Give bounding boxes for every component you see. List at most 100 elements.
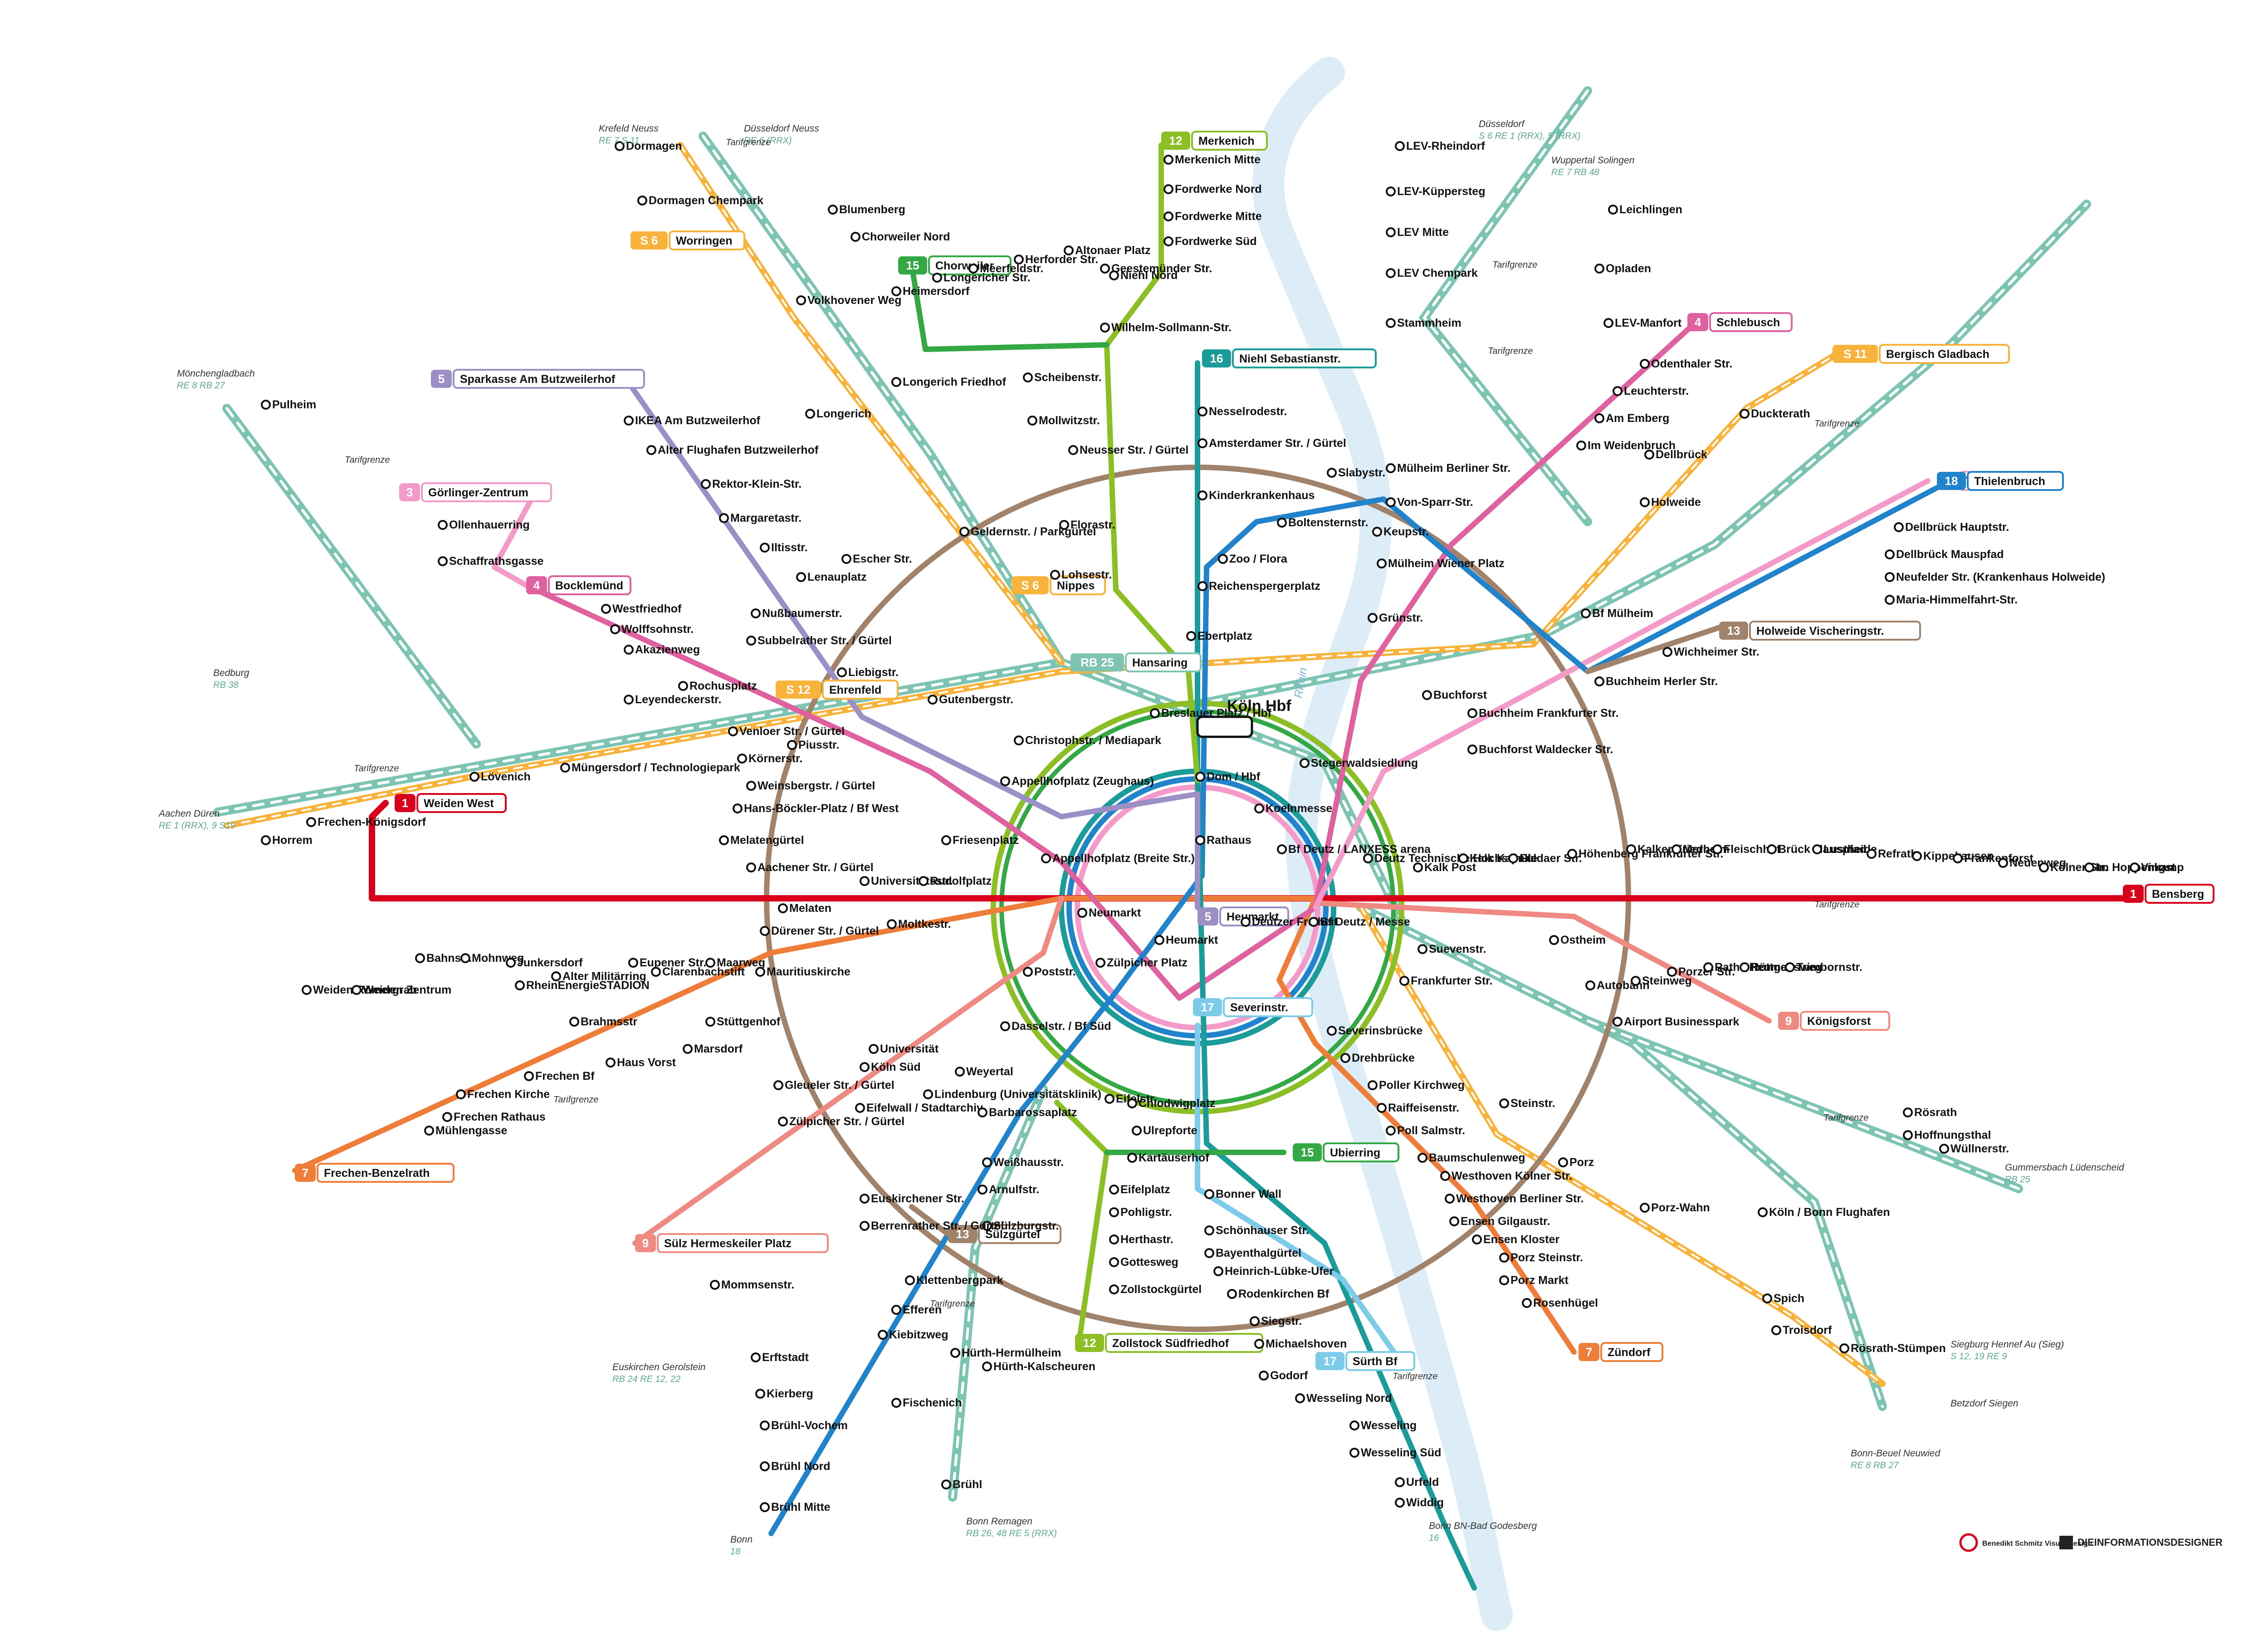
station-dot[interactable] [1594, 676, 1604, 686]
station-dot[interactable] [1758, 1207, 1768, 1217]
station-dot[interactable] [551, 971, 561, 981]
station-dot[interactable] [1198, 581, 1207, 591]
station-dot[interactable] [746, 781, 756, 791]
station-dot[interactable] [1259, 1371, 1269, 1381]
station-dot[interactable] [1241, 917, 1251, 927]
station-dot[interactable] [1254, 803, 1264, 813]
station-dot[interactable] [1467, 745, 1477, 754]
station-dot[interactable] [760, 1502, 770, 1512]
station-dot[interactable] [615, 141, 625, 151]
station-dot[interactable] [1939, 1144, 1949, 1154]
station-dot[interactable] [710, 1280, 720, 1290]
station-dot[interactable] [1150, 708, 1160, 718]
station-dot[interactable] [705, 1017, 715, 1027]
station-dot[interactable] [1386, 497, 1396, 507]
station-dot[interactable] [1300, 758, 1310, 768]
station-dot[interactable] [524, 1071, 534, 1081]
station-dot[interactable] [1295, 1393, 1305, 1403]
station-dot[interactable] [719, 835, 729, 845]
station-dot[interactable] [1368, 613, 1378, 623]
station-dot[interactable] [1767, 844, 1777, 854]
station-dot[interactable] [1613, 1017, 1623, 1027]
station-dot[interactable] [1771, 1325, 1781, 1335]
station-dot[interactable] [1198, 438, 1207, 448]
station-dot[interactable] [637, 196, 647, 206]
station-dot[interactable] [1349, 1448, 1359, 1458]
station-dot[interactable] [424, 1126, 434, 1136]
station-dot[interactable] [760, 543, 770, 553]
station-dot[interactable] [1109, 1257, 1119, 1267]
station-dot[interactable] [1340, 1053, 1350, 1063]
station-dot[interactable] [1204, 1189, 1214, 1199]
station-dot[interactable] [1204, 1225, 1214, 1235]
station-dot[interactable] [950, 1348, 960, 1358]
station-dot[interactable] [606, 1058, 616, 1068]
station-dot[interactable] [1250, 1316, 1260, 1326]
station-dot[interactable] [1522, 1298, 1532, 1308]
station-dot[interactable] [905, 1275, 915, 1285]
station-dot[interactable] [1567, 849, 1577, 859]
station-dot[interactable] [456, 1089, 466, 1099]
station-dot[interactable] [1576, 441, 1586, 451]
station-dot[interactable] [1581, 608, 1591, 618]
station-dot[interactable] [302, 985, 312, 995]
station-dot[interactable] [1885, 572, 1895, 582]
station-dot[interactable] [701, 479, 711, 489]
station-dot[interactable] [760, 1421, 770, 1430]
station-dot[interactable] [760, 926, 770, 936]
station-dot[interactable] [1309, 917, 1319, 927]
station-dot[interactable] [968, 264, 978, 274]
station-dot[interactable] [1499, 1275, 1509, 1285]
station-dot[interactable] [1912, 851, 1922, 861]
station-dot[interactable] [683, 1044, 693, 1054]
station-dot[interactable] [1626, 844, 1636, 854]
station-dot[interactable] [2130, 862, 2140, 872]
station-dot[interactable] [1762, 1293, 1772, 1303]
station-dot[interactable] [1712, 844, 1722, 854]
station-dot[interactable] [860, 1194, 870, 1204]
station-dot[interactable] [796, 572, 806, 582]
station-dot[interactable] [891, 377, 901, 387]
station-dot[interactable] [1594, 264, 1604, 274]
station-dot[interactable] [1867, 849, 1877, 859]
station-dot[interactable] [1064, 245, 1074, 255]
station-dot[interactable] [306, 817, 316, 827]
station-dot[interactable] [1386, 463, 1396, 473]
station-dot[interactable] [978, 1107, 987, 1117]
station-dot[interactable] [1998, 858, 2008, 868]
station-dot[interactable] [1839, 1343, 1849, 1353]
station-dot[interactable] [959, 527, 969, 537]
station-dot[interactable] [678, 681, 688, 691]
station-dot[interactable] [1667, 967, 1677, 977]
station-dot[interactable] [515, 980, 525, 990]
station-dot[interactable] [746, 862, 756, 872]
station-dot[interactable] [1227, 1289, 1237, 1299]
station-dot[interactable] [1127, 1098, 1137, 1108]
station-dot[interactable] [1499, 1098, 1509, 1108]
station-dot[interactable] [1395, 1498, 1405, 1508]
station-dot[interactable] [760, 1461, 770, 1471]
station-dot[interactable] [1163, 184, 1173, 194]
station-dot[interactable] [1014, 735, 1024, 745]
station-dot[interactable] [1132, 1126, 1142, 1136]
station-dot[interactable] [624, 645, 634, 655]
station-dot[interactable] [1467, 708, 1477, 718]
station-dot[interactable] [941, 835, 951, 845]
station-dot[interactable] [1327, 468, 1337, 478]
station-dot[interactable] [891, 1305, 901, 1315]
station-dot[interactable] [1740, 962, 1750, 972]
station-dot[interactable] [1399, 976, 1409, 986]
